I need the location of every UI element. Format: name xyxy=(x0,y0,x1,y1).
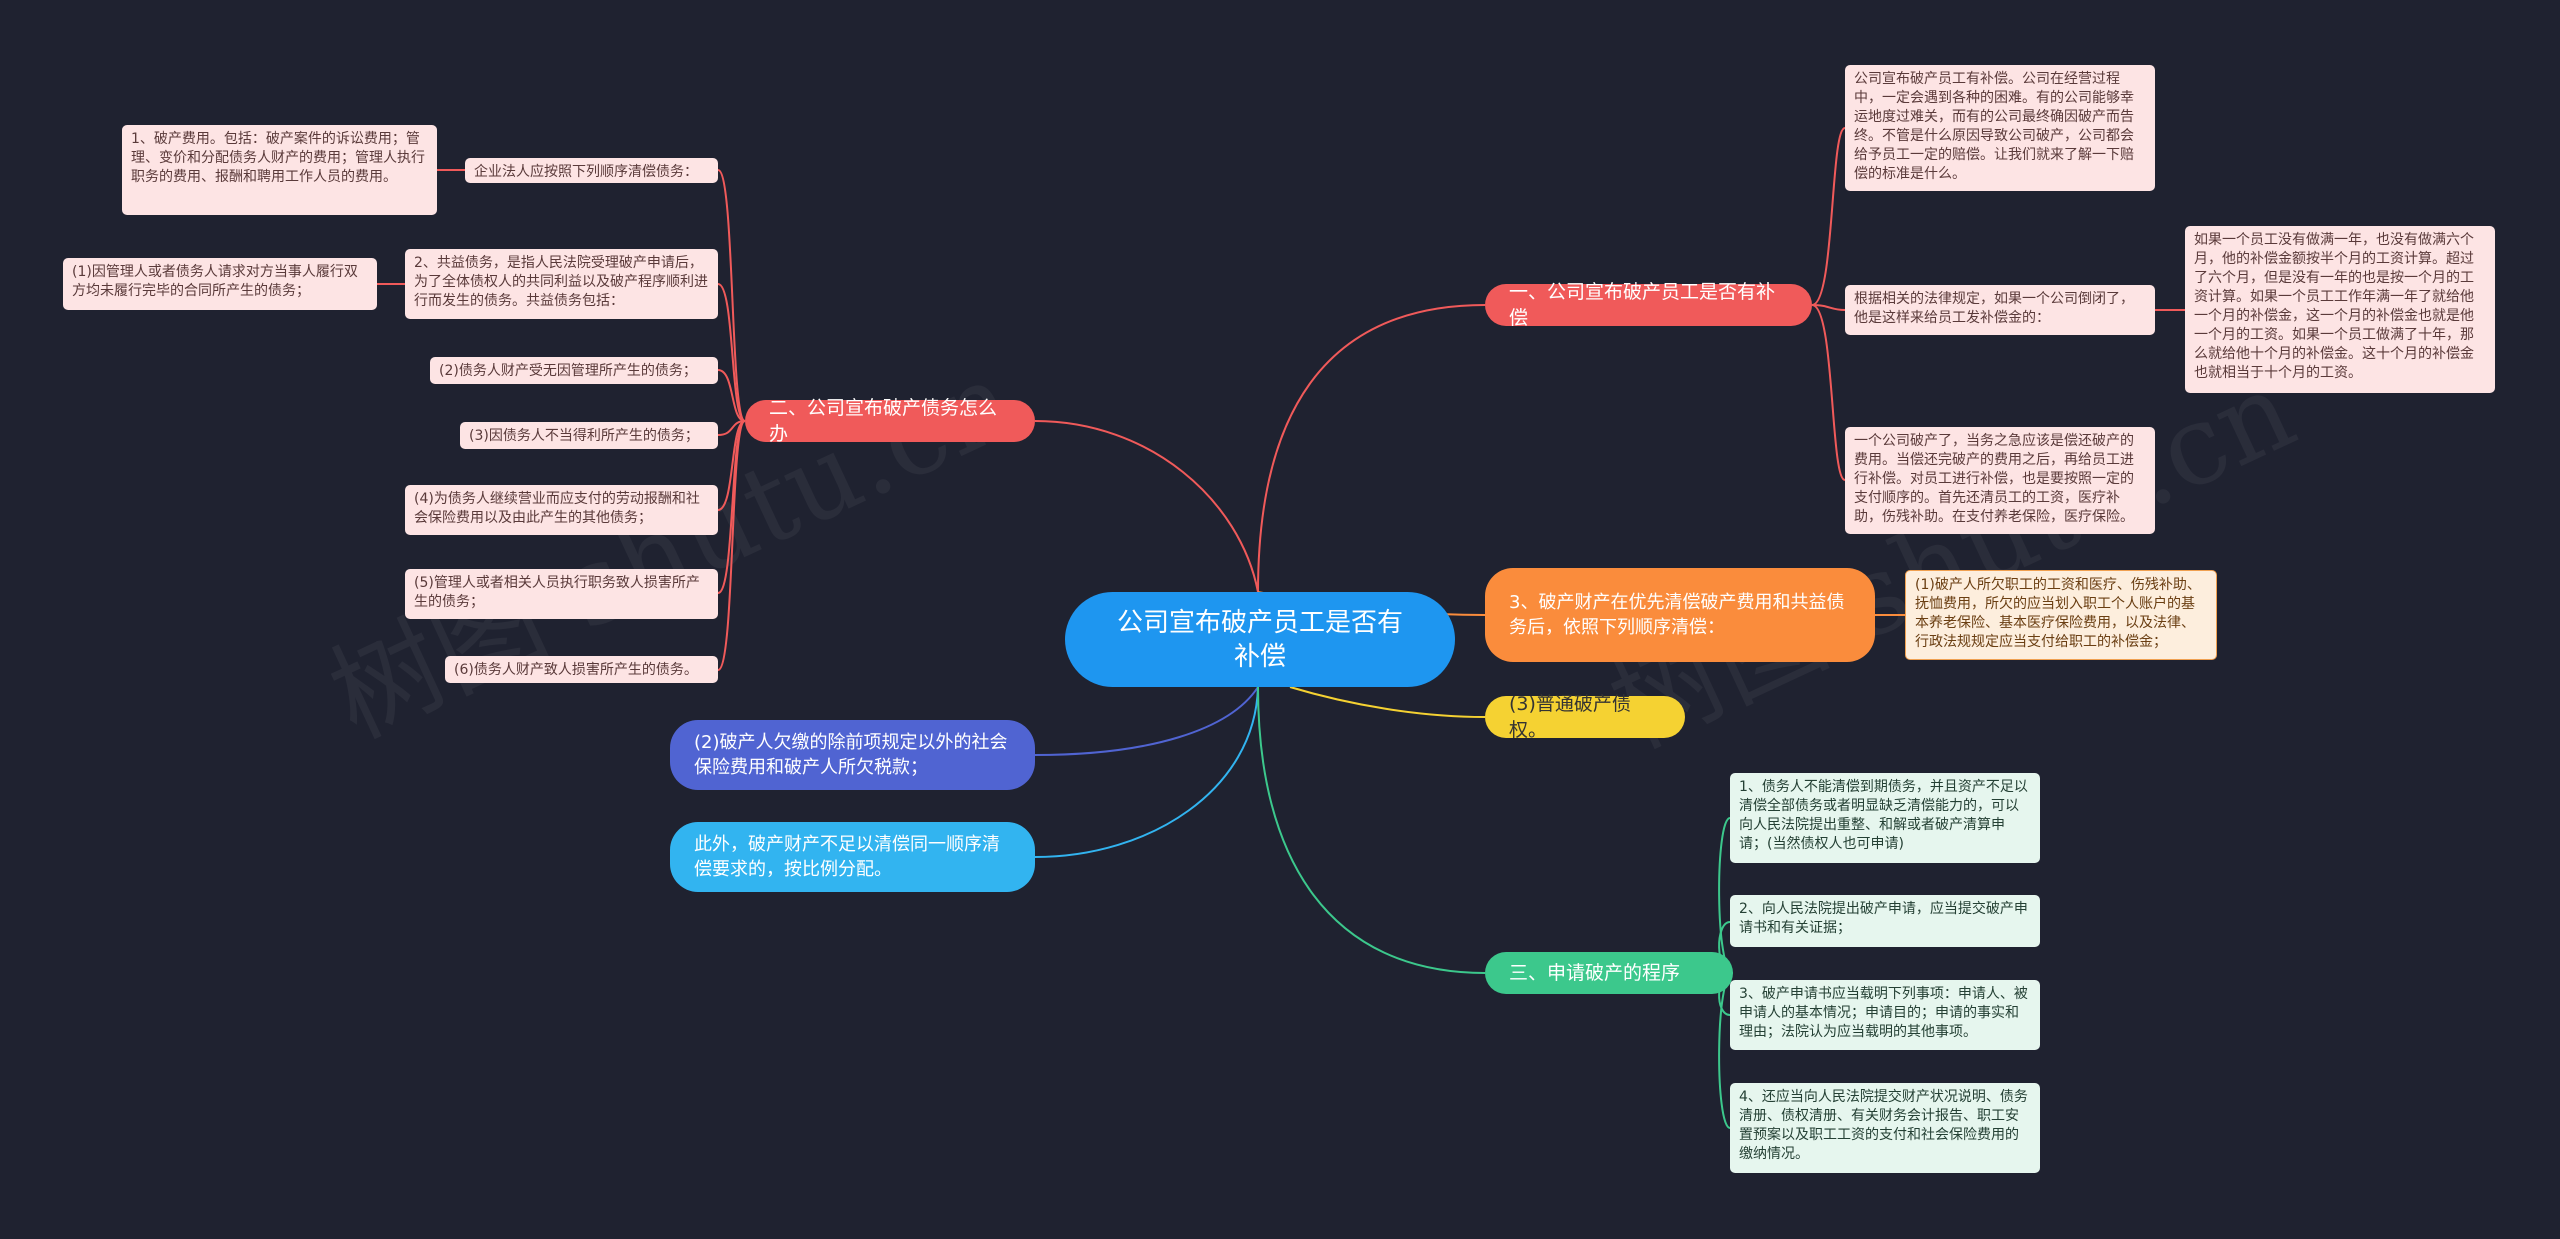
branch-application-procedure[interactable]: 三、申请破产的程序 xyxy=(1485,952,1733,994)
edge-root-b5 xyxy=(1034,686,1259,756)
leaf-common-debt-4[interactable]: (4)为债务人继续营业而应支付的劳动报酬和社会保险费用以及由此产生的其他债务； xyxy=(405,485,718,535)
edge-b2-c6 xyxy=(717,420,746,671)
leaf-common-debt-2[interactable]: (2)债务人财产受无因管理所产生的债务； xyxy=(430,357,718,384)
edge-root-b7 xyxy=(1257,686,1486,974)
leaf-repayment-head[interactable]: 企业法人应按照下列顺序清偿债务： xyxy=(465,158,718,183)
edge-root-b2 xyxy=(1034,420,1259,593)
leaf-law-detail[interactable]: 如果一个员工没有做满一年，也没有做满六个月，他的补偿金额按半个月的工资计算。超过… xyxy=(2185,226,2495,393)
branch-pro-rata[interactable]: 此外，破产财产不足以清偿同一顺序清偿要求的，按比例分配。 xyxy=(670,822,1035,892)
branch-compensation[interactable]: 一、公司宣布破产员工是否有补偿 xyxy=(1485,281,1812,329)
leaf-common-debts[interactable]: 2、共益债务，是指人民法院受理破产申请后，为了全体债权人的共同利益以及破产程序顺… xyxy=(405,249,718,319)
leaf-procedure-2[interactable]: 2、向人民法院提出破产申请，应当提交破产申请书和有关证据； xyxy=(1730,895,2040,947)
branch-social-insurance-taxes[interactable]: (2)破产人欠缴的除前项规定以外的社会保险费用和破产人所欠税款； xyxy=(670,720,1035,790)
leaf-procedure-4[interactable]: 4、还应当向人民法院提交财产状况说明、债务清册、债权清册、有关财务会计报告、职工… xyxy=(1730,1083,2040,1173)
branch-ordinary-claims[interactable]: (3)普通破产债权。 xyxy=(1485,693,1685,741)
edge-b1-order xyxy=(1811,304,1846,481)
leaf-intro[interactable]: 公司宣布破产员工有补偿。公司在经营过程中，一定会遇到各种的困难。有的公司能够幸运… xyxy=(1845,65,2155,191)
edge-b1-intro xyxy=(1811,127,1846,306)
leaf-law[interactable]: 根据相关的法律规定，如果一个公司倒闭了，他是这样来给员工发补偿金的： xyxy=(1845,285,2155,335)
leaf-employee-claims[interactable]: (1)破产人所欠职工的工资和医疗、伤残补助、抚恤费用，所欠的应当划入职工个人账户… xyxy=(1905,570,2217,660)
branch-repayment-order[interactable]: 3、破产财产在优先清偿破产费用和共益债务后，依照下列顺序清偿： xyxy=(1485,568,1875,662)
edge-b2-c2 xyxy=(717,369,746,422)
edge-b2-head xyxy=(717,169,746,422)
leaf-procedure-3[interactable]: 3、破产申请书应当载明下列事项：申请人、被申请人的基本情况；申请目的；申请的事实… xyxy=(1730,980,2040,1050)
edge-b2-common xyxy=(717,283,746,422)
leaf-procedure-1[interactable]: 1、债务人不能清偿到期债务，并且资产不足以清偿全部债务或者明显缺乏清偿能力的，可… xyxy=(1730,773,2040,863)
edge-b1-law xyxy=(1811,304,1846,311)
leaf-common-debt-3[interactable]: (3)因债务人不当得利所产生的债务； xyxy=(460,422,718,449)
root-topic[interactable]: 公司宣布破产员工是否有补偿 xyxy=(1065,592,1455,687)
edge-root-b6 xyxy=(1034,686,1259,858)
leaf-common-debt-6[interactable]: (6)债务人财产致人损害所产生的债务。 xyxy=(445,656,718,683)
branch-debts[interactable]: 二、公司宣布破产债务怎么办 xyxy=(745,397,1035,445)
edge-root-b4 xyxy=(1289,686,1486,718)
leaf-common-debt-1[interactable]: (1)因管理人或者债务人请求对方当事人履行双方均未履行完毕的合同所产生的债务； xyxy=(63,258,377,310)
edge-root-b1 xyxy=(1257,304,1486,593)
leaf-common-debt-5[interactable]: (5)管理人或者相关人员执行职务致人损害所产生的债务； xyxy=(405,569,718,619)
leaf-bankruptcy-fees[interactable]: 1、破产费用。包括：破产案件的诉讼费用；管理、变价和分配债务人财产的费用；管理人… xyxy=(122,125,437,215)
leaf-order[interactable]: 一个公司破产了，当务之急应该是偿还破产的费用。当偿还完破产的费用之后，再给员工进… xyxy=(1845,427,2155,534)
